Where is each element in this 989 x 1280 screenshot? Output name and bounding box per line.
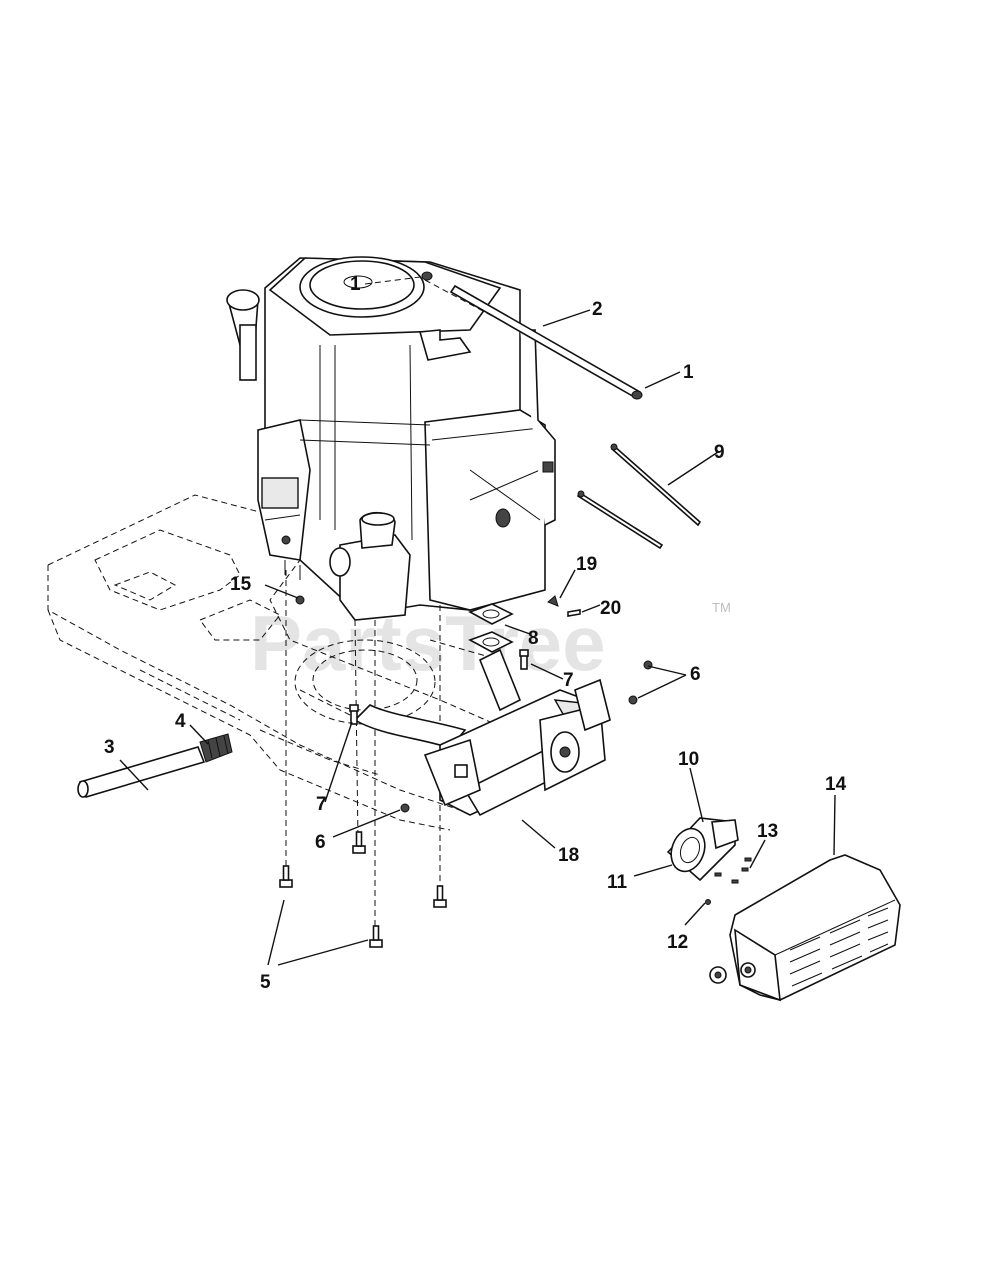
watermark-text: PartsTree bbox=[250, 599, 606, 687]
callout-19: 19 bbox=[576, 554, 597, 575]
callout-15: 15 bbox=[230, 574, 252, 595]
rod-assembly bbox=[421, 271, 643, 400]
callout-9: 9 bbox=[714, 442, 725, 463]
cable-ties bbox=[576, 443, 702, 550]
callout-1-top: 1 bbox=[350, 274, 361, 295]
hex-nuts bbox=[400, 660, 653, 813]
callout-2: 2 bbox=[592, 299, 603, 320]
engine-mount-bolts bbox=[279, 831, 447, 948]
callout-8: 8 bbox=[528, 628, 539, 649]
callout-labels: 1 1 2 3 4 5 6 6 7 7 8 9 10 11 12 13 14 1… bbox=[104, 274, 847, 993]
callout-leaders bbox=[119, 276, 836, 966]
exhaust-gaskets bbox=[468, 603, 514, 653]
callout-20: 20 bbox=[600, 598, 621, 619]
callout-12: 12 bbox=[667, 932, 688, 953]
callout-11: 11 bbox=[607, 872, 628, 893]
callout-4: 4 bbox=[175, 711, 186, 732]
exhaust-deflector bbox=[666, 817, 752, 905]
engine bbox=[226, 256, 556, 621]
callout-7-right: 7 bbox=[563, 670, 574, 691]
hose-fitting bbox=[199, 733, 233, 763]
muffler-assembly bbox=[349, 648, 611, 817]
callout-6-bottom: 6 bbox=[315, 832, 326, 853]
callout-10: 10 bbox=[678, 749, 699, 770]
watermark-trademark: TM bbox=[712, 600, 731, 615]
callout-13: 13 bbox=[757, 821, 778, 842]
fuel-hose bbox=[77, 746, 206, 798]
callout-7-left: 7 bbox=[316, 794, 327, 815]
callout-3: 3 bbox=[104, 737, 115, 758]
callout-18: 18 bbox=[558, 845, 579, 866]
callout-1-right: 1 bbox=[683, 362, 694, 383]
callout-14: 14 bbox=[825, 774, 847, 795]
small-bracket-and-screw bbox=[547, 595, 581, 617]
muffler-guard bbox=[709, 854, 901, 1002]
callout-5: 5 bbox=[260, 972, 271, 993]
callout-6-right: 6 bbox=[690, 664, 701, 685]
